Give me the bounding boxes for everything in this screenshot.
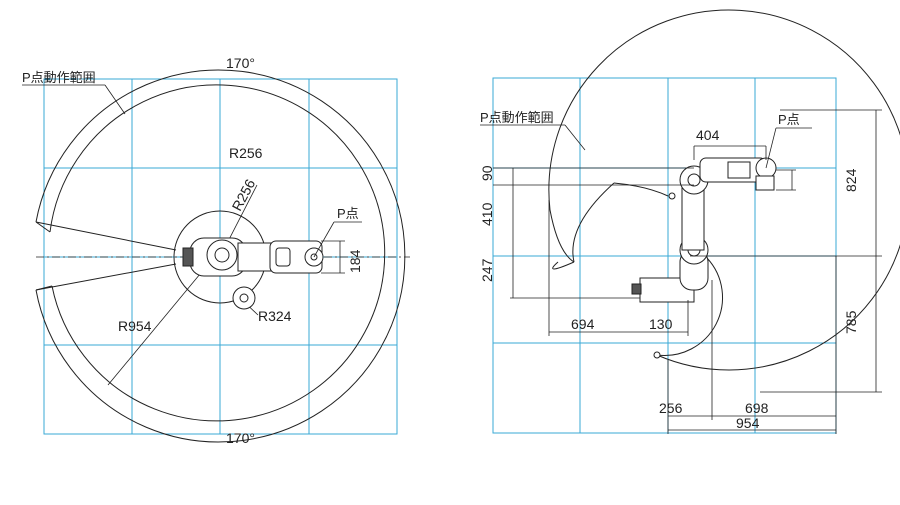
robot-forearm-motor bbox=[727, 161, 751, 179]
range-edge-line bbox=[35, 221, 177, 251]
radius-inner-label: R256 bbox=[229, 145, 263, 161]
dim-698-label: 698 bbox=[745, 400, 769, 416]
range-label-leader bbox=[564, 124, 586, 151]
top-view: 170° 170° P点動作範囲 R256 R256 R954 R324 P点 … bbox=[22, 55, 410, 446]
range-edge-line bbox=[35, 285, 53, 291]
dim-184-label: 184 bbox=[347, 249, 363, 273]
robot-shoulder-joint-inner bbox=[687, 173, 701, 187]
robot-arm-top bbox=[182, 237, 324, 310]
dim-824-label: 824 bbox=[843, 168, 859, 192]
range-label-leader bbox=[104, 84, 126, 115]
side-range-segment bbox=[613, 182, 669, 197]
dim-954-label: 954 bbox=[736, 415, 760, 431]
range-edge-line bbox=[35, 263, 177, 291]
dim-130-label: 130 bbox=[649, 316, 673, 332]
radius-outer-label: R954 bbox=[118, 318, 152, 334]
p-point-leader bbox=[313, 221, 335, 258]
side-range-segment bbox=[549, 209, 575, 263]
side-range-point bbox=[668, 192, 676, 200]
dim-785-label: 785 bbox=[843, 310, 859, 334]
side-view: P点動作範囲 P点 404 90 410 247 824 785 694 130… bbox=[479, 9, 900, 434]
side-outer-range bbox=[548, 9, 900, 371]
p-point-label: P点 bbox=[778, 112, 800, 127]
side-inner-range bbox=[656, 257, 724, 356]
dim-404-label: 404 bbox=[696, 127, 720, 143]
dim-256-label: 256 bbox=[659, 400, 683, 416]
side-view-grid bbox=[492, 77, 837, 434]
radius-small-label: R256 bbox=[229, 176, 259, 213]
dim-247-label: 247 bbox=[479, 258, 495, 282]
robot-cable-plug bbox=[182, 247, 194, 267]
robot-joint-swing-inner bbox=[239, 293, 249, 303]
radius-line-r954 bbox=[107, 267, 206, 386]
range-label: P点動作範囲 bbox=[480, 110, 554, 125]
side-range-segment bbox=[552, 261, 575, 270]
dim-90-label: 90 bbox=[479, 165, 495, 181]
inner-work-range bbox=[49, 84, 386, 422]
range-edge-line bbox=[35, 221, 51, 233]
robot-joint-1-inner bbox=[214, 247, 230, 263]
range-label: P点動作範囲 bbox=[22, 70, 96, 85]
robot-tool-flange bbox=[755, 175, 775, 191]
robot-cable-plug-side bbox=[631, 283, 642, 295]
side-range-segment bbox=[572, 182, 615, 263]
angle-top-label: 170° bbox=[226, 55, 255, 71]
outer-work-range bbox=[35, 69, 406, 443]
robot-link-1 bbox=[237, 242, 275, 272]
side-range-point bbox=[653, 351, 661, 359]
robot-motor bbox=[275, 247, 291, 267]
radius-joint-label: R324 bbox=[258, 308, 292, 324]
p-point-leader bbox=[765, 127, 777, 169]
angle-bottom-label: 170° bbox=[226, 430, 255, 446]
robot-arm-side bbox=[631, 157, 777, 303]
dim-694-label: 694 bbox=[571, 316, 595, 332]
dim-410-label: 410 bbox=[479, 202, 495, 226]
p-point-label: P点 bbox=[337, 206, 359, 221]
